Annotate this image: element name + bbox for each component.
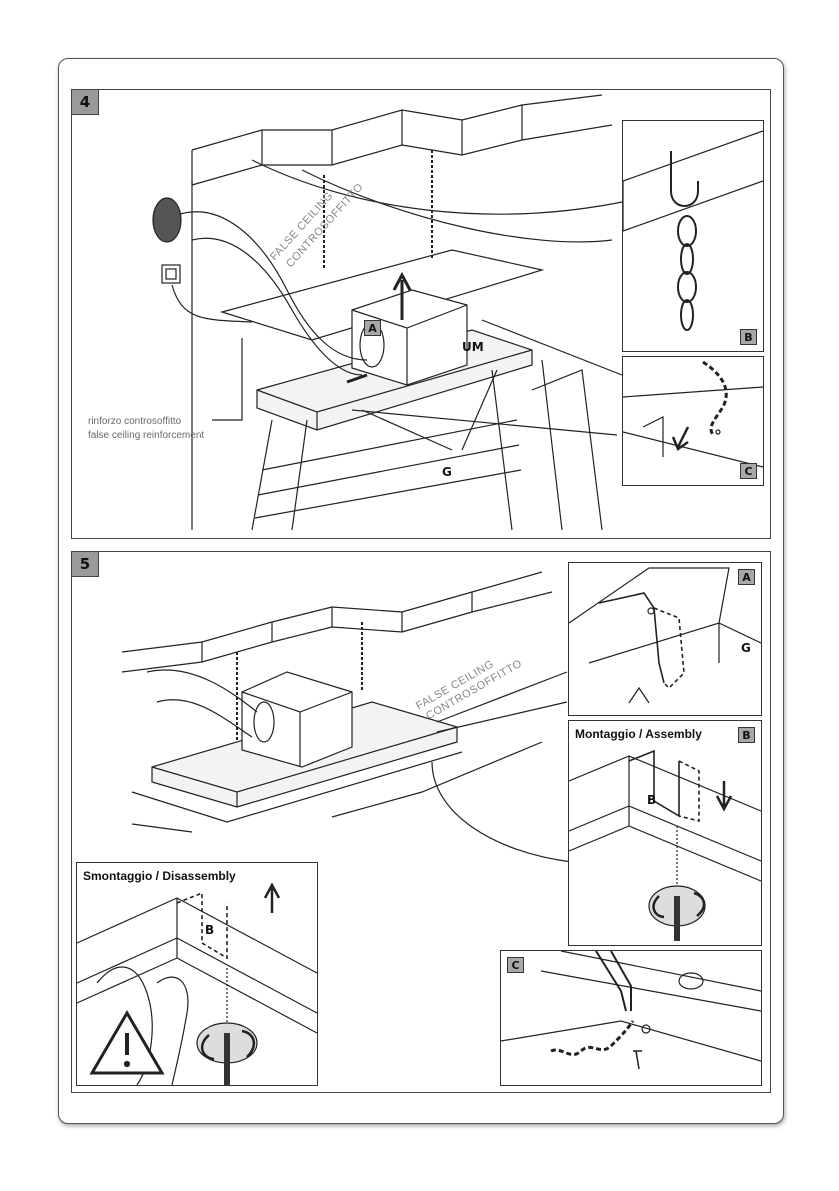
screw-b-label-disassembly: B: [205, 923, 215, 937]
step-4-tag-b: B: [740, 329, 757, 345]
step-4-illustration: [152, 94, 633, 531]
instruction-sheet: 4 FALSE CEILING CONTROSOFFITTO A UM G ri…: [58, 58, 784, 1124]
step-5-tag-c: C: [507, 957, 524, 973]
step-5-tag-a: A: [738, 569, 755, 585]
pliers-detail: [501, 951, 761, 1070]
unit-um-label: UM: [462, 340, 484, 354]
step-4-tag-a: A: [364, 320, 381, 336]
screw-b-label-assembly: B: [647, 793, 657, 807]
disassembly-caption: Smontaggio / Disassembly: [83, 869, 236, 883]
step-5-number: 5: [72, 552, 99, 577]
step-4-inset-b: B: [622, 120, 764, 352]
step-4-tag-c: C: [740, 463, 757, 479]
chain-panel-detail: [623, 360, 763, 468]
reinforcement-note-it: rinforzo controsoffitto: [88, 416, 182, 427]
assembly-caption: Montaggio / Assembly: [575, 727, 702, 741]
bracket-g-label-5: G: [741, 641, 751, 655]
disassembly-detail: [77, 882, 317, 1085]
step-5-inset-a: A G: [568, 562, 762, 716]
reinforcement-note-en: false ceiling reinforcement: [88, 430, 205, 441]
step-4-panel: 4 FALSE CEILING CONTROSOFFITTO A UM G ri…: [71, 89, 771, 539]
step-5-inset-c: C: [500, 950, 762, 1086]
bracket-detail: [569, 567, 761, 704]
step-4-number: 4: [72, 90, 99, 115]
step-5-inset-disassembly: Smontaggio / Disassembly: [76, 862, 318, 1086]
hook-chain-detail: [623, 130, 763, 331]
step-5-illustration: [121, 571, 573, 863]
bracket-g-label: G: [442, 465, 452, 479]
step-5-tag-b: B: [738, 727, 755, 743]
step-4-inset-c: C: [622, 356, 764, 486]
step-5-inset-b: Montaggio / Assembly B B: [568, 720, 762, 946]
assembly-detail: [569, 749, 761, 941]
step-5-panel: 5 FALSE CEILING CONTROSOFFITTO A G Mon: [71, 551, 771, 1093]
